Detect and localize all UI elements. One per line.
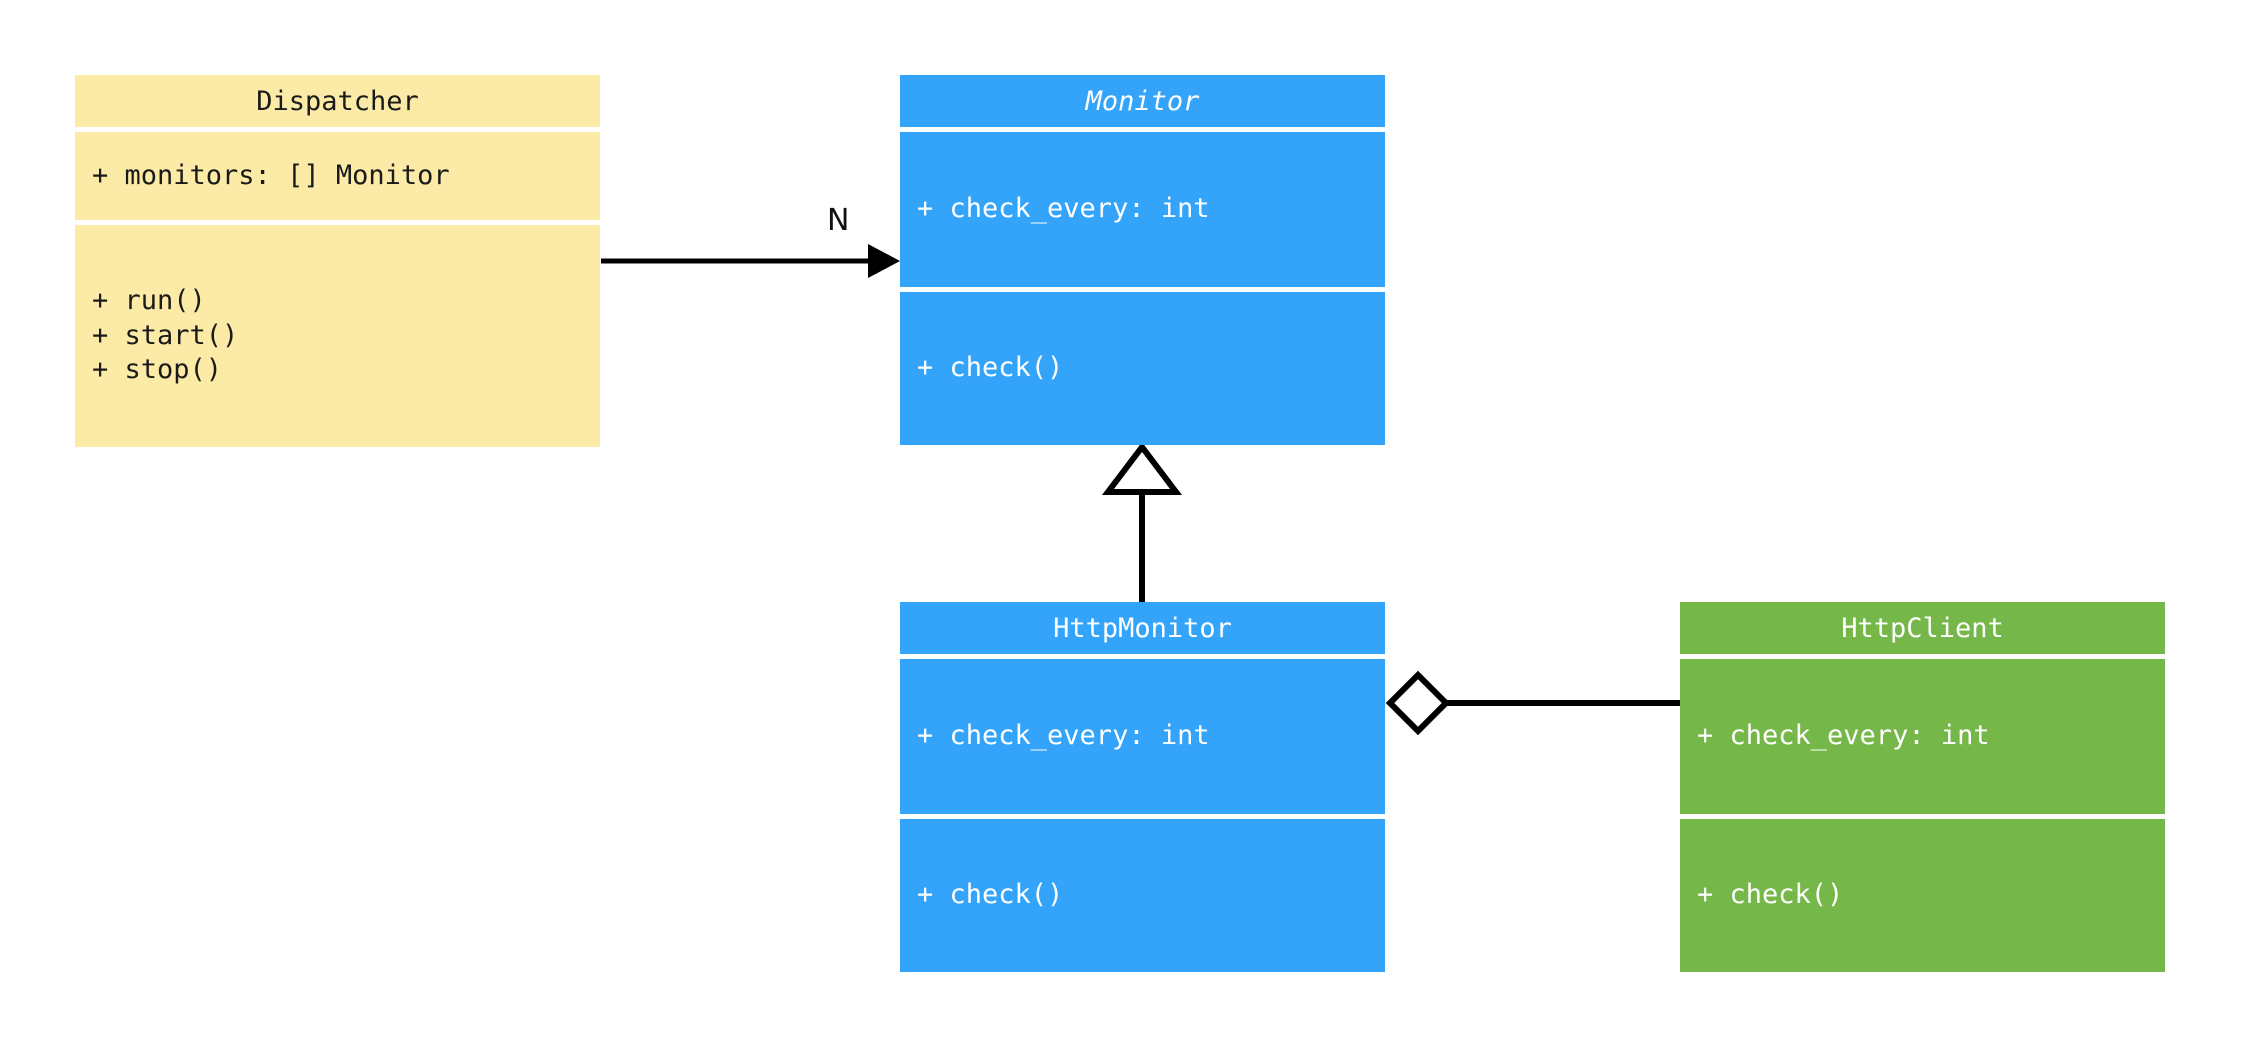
class-box-httpclient[interactable]: HttpClient + check_every: int + check() [1680, 602, 2165, 972]
edge-dispatcher-to-monitor [601, 244, 900, 278]
compartment-divider [900, 654, 1385, 659]
class-box-dispatcher[interactable]: Dispatcher + monitors: [] Monitor + run(… [75, 75, 600, 447]
class-name-dispatcher: Dispatcher [75, 75, 600, 127]
method-row: + start() [92, 319, 239, 351]
compartment-divider [75, 127, 600, 132]
method-row: + check() [1697, 879, 1844, 911]
compartment-divider [900, 287, 1385, 292]
class-box-httpmonitor[interactable]: HttpMonitor + check_every: int + check() [900, 602, 1385, 972]
edge-httpmonitor-to-httpclient [1385, 670, 1680, 736]
method-row: + stop() [92, 354, 223, 386]
attribute-row: + check_every: int [1697, 720, 1990, 752]
compartment-divider [900, 127, 1385, 132]
compartment-divider [75, 220, 600, 225]
method-row: + check() [917, 352, 1064, 384]
attribute-row: + check_every: int [917, 720, 1210, 752]
method-row: + run() [92, 285, 206, 317]
attribute-row: + monitors: [] Monitor [92, 159, 450, 191]
class-box-monitor[interactable]: Monitor + check_every: int + check() [900, 75, 1385, 445]
attributes-compartment-dispatcher: + monitors: [] Monitor [75, 132, 600, 220]
attributes-compartment-monitor: + check_every: int [900, 132, 1385, 287]
attributes-compartment-httpclient: + check_every: int [1680, 659, 2165, 814]
compartment-divider [1680, 654, 2165, 659]
method-row: + check() [917, 879, 1064, 911]
methods-compartment-monitor: + check() [900, 292, 1385, 445]
methods-compartment-httpclient: + check() [1680, 819, 2165, 972]
attributes-compartment-httpmonitor: + check_every: int [900, 659, 1385, 814]
compartment-divider [1680, 814, 2165, 819]
edge-label-multiplicity-n: N [827, 203, 850, 238]
methods-compartment-dispatcher: + run() + start() + stop() [75, 225, 600, 447]
class-name-httpmonitor: HttpMonitor [900, 602, 1385, 654]
edge-httpmonitor-to-monitor [1101, 442, 1183, 602]
class-name-monitor: Monitor [900, 75, 1385, 127]
class-name-httpclient: HttpClient [1680, 602, 2165, 654]
methods-compartment-httpmonitor: + check() [900, 819, 1385, 972]
compartment-divider [900, 814, 1385, 819]
attribute-row: + check_every: int [917, 193, 1210, 225]
